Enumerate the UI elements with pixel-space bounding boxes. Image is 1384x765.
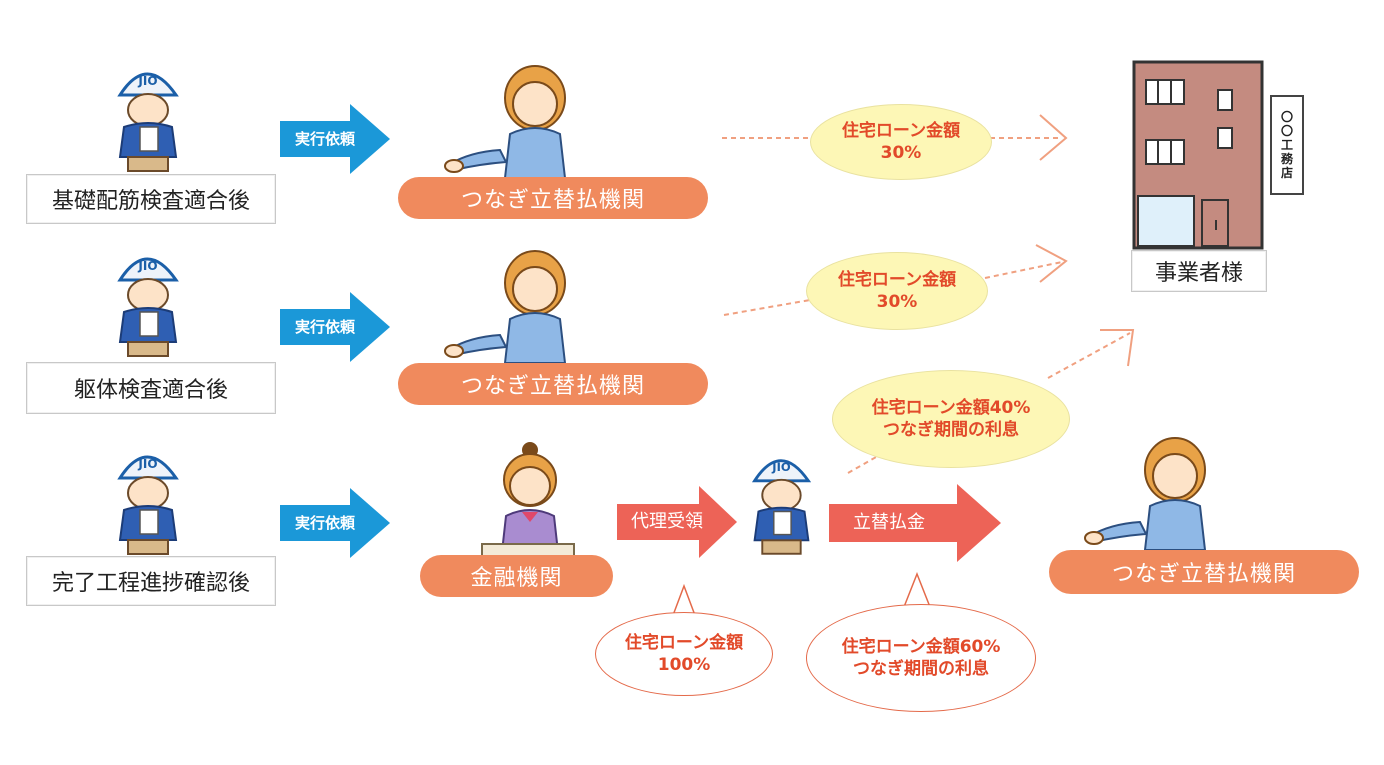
request-arrow: 実行依頼 bbox=[280, 488, 390, 558]
amount-bubble: 住宅ローン金額 30% bbox=[806, 252, 988, 330]
stage-label: 基礎配筋検査適合後 bbox=[26, 174, 276, 224]
attendant-icon bbox=[444, 65, 567, 178]
bubble-line-1: 住宅ローン金額60% bbox=[841, 637, 1001, 657]
stage-label: 完了工程進捗確認後 bbox=[26, 556, 276, 606]
hardhat-logo: JIO bbox=[137, 74, 157, 88]
agent-receipt-label: 代理受領 bbox=[631, 511, 703, 532]
inspector-icon: JIO bbox=[117, 455, 179, 555]
sign-char: 店 bbox=[1280, 166, 1293, 180]
amount-bubble-value: 30% bbox=[876, 292, 918, 312]
inspector-icon: JIO bbox=[117, 257, 179, 357]
sign-char: 務 bbox=[1280, 152, 1293, 166]
recipient-label: 事業者様 bbox=[1131, 250, 1267, 292]
sign-char: 〇 bbox=[1280, 124, 1293, 138]
advance-payment-arrow: 立替払金 bbox=[829, 484, 1001, 562]
speech-tail bbox=[901, 572, 933, 612]
sign-char: 工 bbox=[1280, 138, 1293, 152]
sign-char: 〇 bbox=[1280, 110, 1293, 124]
stage-label: 躯体検査適合後 bbox=[26, 362, 276, 414]
request-arrow-label: 実行依頼 bbox=[294, 514, 355, 532]
hardhat-logo: JIO bbox=[137, 259, 157, 273]
bank-amount-bubble: 住宅ローン金額 100% bbox=[595, 612, 773, 696]
bubble-line-1: 住宅ローン金額 bbox=[624, 633, 744, 653]
attendant-icon bbox=[1084, 437, 1207, 550]
speech-tail bbox=[671, 584, 697, 618]
request-arrow-label: 実行依頼 bbox=[294, 130, 355, 148]
inspector-icon: JIO bbox=[117, 72, 179, 172]
bank-clerk-icon bbox=[481, 442, 575, 557]
amount-bubble: 住宅ローン金額 30% bbox=[810, 104, 992, 180]
repayment-bubble: 住宅ローン金額60% つなぎ期間の利息 bbox=[806, 604, 1036, 712]
final-provider-pill: つなぎ立替払機関 bbox=[1049, 550, 1359, 594]
hardhat-logo: JIO bbox=[771, 460, 791, 474]
inspector-icon: JIO bbox=[751, 459, 812, 555]
building-icon bbox=[1132, 60, 1264, 250]
bubble-line-2: つなぎ期間の利息 bbox=[853, 659, 989, 679]
amount-bubble-title: 住宅ローン金額 bbox=[837, 270, 957, 290]
advance-payment-label: 立替払金 bbox=[853, 512, 925, 533]
business-payment-bubble: 住宅ローン金額40% つなぎ期間の利息 bbox=[832, 370, 1070, 468]
hardhat-logo: JIO bbox=[137, 457, 157, 471]
building-sign: 〇 〇 工 務 店 bbox=[1270, 95, 1304, 195]
bank-pill: 金融機関 bbox=[420, 555, 613, 597]
bubble-line-1: 住宅ローン金額40% bbox=[871, 398, 1031, 418]
provider-pill: つなぎ立替払機関 bbox=[398, 363, 708, 405]
amount-bubble-value: 30% bbox=[880, 143, 922, 163]
bubble-line-2: つなぎ期間の利息 bbox=[883, 420, 1019, 440]
request-arrow: 実行依頼 bbox=[280, 104, 390, 174]
agent-receipt-arrow: 代理受領 bbox=[617, 486, 737, 558]
request-arrow: 実行依頼 bbox=[280, 292, 390, 362]
bubble-line-2: 100% bbox=[657, 655, 711, 675]
attendant-icon bbox=[444, 250, 567, 363]
provider-pill: つなぎ立替払機関 bbox=[398, 177, 708, 219]
request-arrow-label: 実行依頼 bbox=[294, 318, 355, 336]
amount-bubble-title: 住宅ローン金額 bbox=[841, 121, 961, 141]
